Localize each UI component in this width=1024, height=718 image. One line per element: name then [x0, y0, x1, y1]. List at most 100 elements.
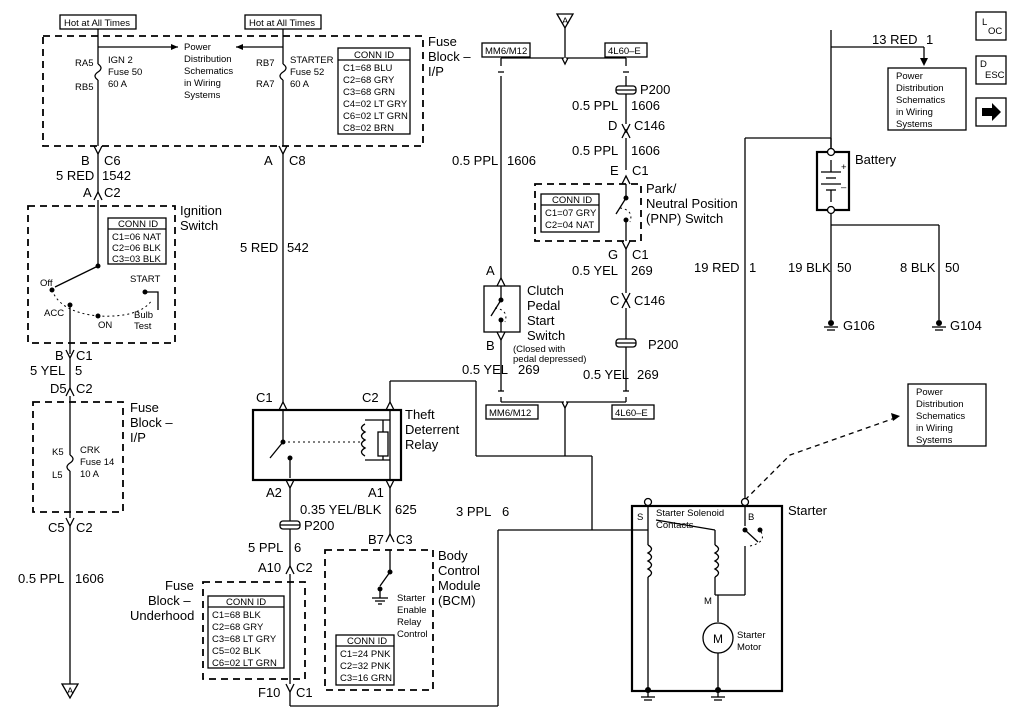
label-left-off: Off: [40, 278, 53, 289]
fuse-14-symbol: [66, 454, 74, 472]
clutch-switch-box: [483, 285, 521, 333]
label-left-c2c: C2: [76, 520, 93, 535]
label-right_mid-l4l60: 4L60–E: [608, 46, 641, 57]
desc-icon[interactable]: D ESC: [975, 55, 1007, 85]
label-right_mid-n269c: 269: [637, 367, 659, 382]
relay-coil: [360, 423, 367, 457]
label-left-b2: B: [55, 348, 64, 363]
label-mid-a: A: [264, 153, 273, 168]
label-top-ra7: RA7: [256, 79, 274, 90]
label-mid-f10: F10: [258, 685, 280, 700]
label-conn_bcm-title: CONN ID: [347, 636, 387, 647]
label-left-c2b: C2: [76, 381, 93, 396]
label-right-sol1: Starter Solenoid: [656, 508, 724, 519]
label-conn_fuseblock-rows-5: C8=02 BRN: [343, 123, 394, 134]
hot-at-all-times-label-2: Hot at All Times: [244, 14, 322, 30]
label-left-ppl: 0.5 PPL: [18, 571, 64, 586]
label-mid-fbu1: Fuse: [165, 578, 194, 593]
label-right_mid-l4l60b: 4L60–E: [615, 408, 648, 419]
label-top-ra5: RA5: [75, 58, 93, 69]
label-right-red13: 13 RED: [872, 32, 918, 47]
label-top-pd5: Systems: [184, 90, 221, 101]
label-left-ign2: Switch: [180, 218, 218, 233]
ground-starter-2: [711, 687, 725, 701]
label-right-n1: 1: [926, 32, 933, 47]
label-top-hot1: Hot at All Times: [64, 18, 130, 29]
label-top-amp60a: 60 A: [108, 79, 128, 90]
label-mid-ppl3: 3 PPL: [456, 504, 491, 519]
label-right_mid-cl4: Switch: [527, 328, 565, 343]
label-right-motM: M: [713, 632, 723, 646]
label-conn_bcm-rows-2: C3=16 GRN: [340, 673, 392, 684]
label-mid-p200: P200: [304, 518, 334, 533]
label-mid-th2: Deterrent: [405, 422, 460, 437]
label-mid-se2: Enable: [397, 605, 427, 616]
label-conn_fuseblock-rows-3: C4=02 LT GRY: [343, 99, 408, 110]
label-mid-a1: A1: [368, 485, 384, 500]
label-right-blk19: 19 BLK: [788, 260, 831, 275]
label-right_mid-n1606: 1606: [631, 98, 660, 113]
label-mid-n542: 542: [287, 240, 309, 255]
label-mid-se3: Relay: [397, 617, 422, 628]
label-left-amp10: 10 A: [80, 469, 100, 480]
label-right-plus: +: [841, 162, 847, 173]
next-arrow-icon[interactable]: [975, 97, 1007, 127]
label-mid-bcm1: Body: [438, 548, 468, 563]
loc-icon[interactable]: L OC: [975, 11, 1007, 41]
label-right-desc_esc: ESC: [985, 70, 1005, 81]
label-left-d5: D5: [50, 381, 67, 396]
label-conn_ign-title: CONN ID: [118, 219, 158, 230]
label-mid-se1: Starter: [397, 593, 426, 604]
label-top-pd1: Power: [184, 42, 211, 53]
label-mid-fbu3: Underhood: [130, 608, 194, 623]
label-conn_fuseblock-rows-2: C3=68 GRN: [343, 87, 395, 98]
relay-resistor: [377, 431, 389, 457]
label-left-bulb1: Bulb: [134, 310, 153, 321]
label-right_mid-c146: C146: [634, 118, 665, 133]
label-conn_ign-rows-1: C2=06 BLK: [112, 243, 162, 254]
conn-id-underhood: CONN ID C1=68 BLK C2=68 GRY C3=68 LT GRY…: [207, 595, 285, 669]
label-conn_underhood-rows-0: C1=68 BLK: [212, 610, 262, 621]
ground-starter-1: [641, 687, 655, 701]
label-right-loc_oc: OC: [988, 26, 1002, 37]
label-left-c1: C1: [76, 348, 93, 363]
label-conn_pnp-rows-1: C2=04 NAT: [545, 220, 594, 231]
label-conn_underhood-title: CONN ID: [226, 597, 266, 608]
label-left-fb3: I/P: [130, 430, 146, 445]
label-left-a: A: [83, 185, 92, 200]
label-mid-a2: A2: [266, 485, 282, 500]
label-conn_underhood-rows-3: C5=02 BLK: [212, 646, 262, 657]
label-top-starter: STARTER: [290, 55, 334, 66]
label-mid-c2: C2: [362, 390, 379, 405]
label-left-n5: 5: [75, 363, 82, 378]
label-mid-bcm2: Control: [438, 563, 480, 578]
fuse-50-symbol: [94, 63, 102, 81]
label-left-c5: C5: [48, 520, 65, 535]
label-mid-se4: Control: [397, 629, 428, 640]
label-right_mid-e: E: [610, 163, 619, 178]
label-left-ign1: Ignition: [180, 203, 222, 218]
label-mid-a10: A10: [258, 560, 281, 575]
label-right-pd1: Power: [896, 71, 923, 82]
label-right_mid-d: D: [608, 118, 617, 133]
label-right-pd7: Distribution: [916, 399, 964, 410]
label-right_mid-c1: C1: [632, 163, 649, 178]
label-conn_pnp-title: CONN ID: [552, 195, 592, 206]
label-top-fb2: Block –: [428, 49, 471, 64]
label-right_mid-pnp2: Neutral Position: [646, 196, 738, 211]
pnp-switch-box: [534, 183, 642, 242]
label-right-pd9: in Wiring: [916, 423, 953, 434]
fuse-block-underhood: [202, 581, 306, 680]
label-right-pd3: Schematics: [896, 95, 945, 106]
label-right-mot2: Motor: [737, 642, 761, 653]
label-conn_fuseblock-rows-1: C2=68 GRY: [343, 75, 395, 86]
label-mid-c8: C8: [289, 153, 306, 168]
label-conn_bcm-rows-0: C1=24 PNK: [340, 649, 391, 660]
label-left-on: ON: [98, 320, 112, 331]
label-mid-c1: C1: [256, 390, 273, 405]
label-conn_fuseblock-rows-0: C1=68 BLU: [343, 63, 393, 74]
label-right_mid-b: B: [486, 338, 495, 353]
label-conn_underhood-rows-1: C2=68 GRY: [212, 622, 264, 633]
label-left-b: B: [81, 153, 90, 168]
label-right-pd8: Schematics: [916, 411, 965, 422]
